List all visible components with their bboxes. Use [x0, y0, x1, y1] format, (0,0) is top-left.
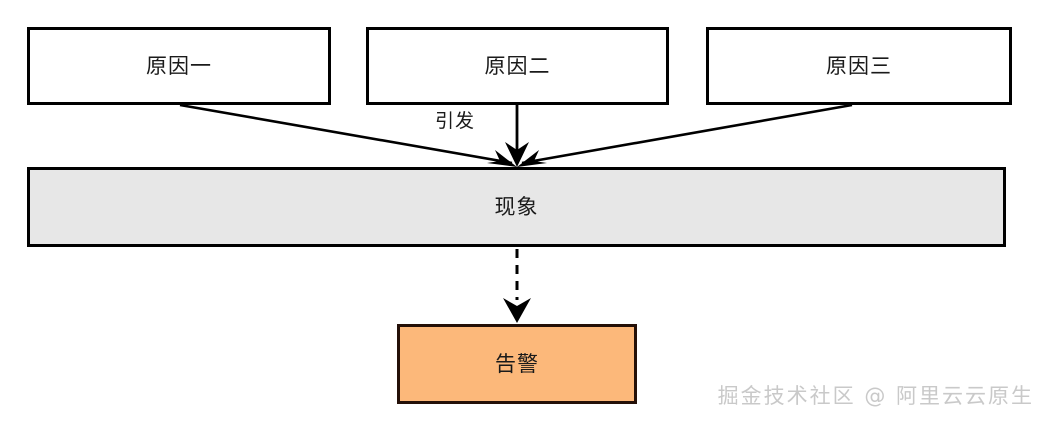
edge-cause2-to-phenomenon: [505, 105, 529, 167]
node-cause-3[interactable]: 原因三: [706, 27, 1012, 105]
node-phenomenon[interactable]: 现象: [27, 167, 1006, 247]
node-alert-label: 告警: [495, 352, 539, 376]
node-cause-1[interactable]: 原因一: [27, 27, 331, 105]
edge-phenomenon-to-alert: [503, 249, 531, 323]
node-phenomenon-label: 现象: [494, 195, 539, 219]
edge-cause3-to-phenomenon: [517, 103, 853, 167]
node-cause-3-label: 原因三: [826, 54, 892, 78]
node-cause-1-label: 原因一: [146, 54, 212, 78]
node-cause-2[interactable]: 原因二: [366, 27, 669, 105]
node-cause-2-label: 原因二: [484, 54, 551, 78]
edge-label-trigger: 引发: [435, 111, 476, 132]
node-alert[interactable]: 告警: [397, 324, 637, 404]
watermark: 掘金技术社区 @ 阿里云云原生: [717, 384, 1034, 408]
